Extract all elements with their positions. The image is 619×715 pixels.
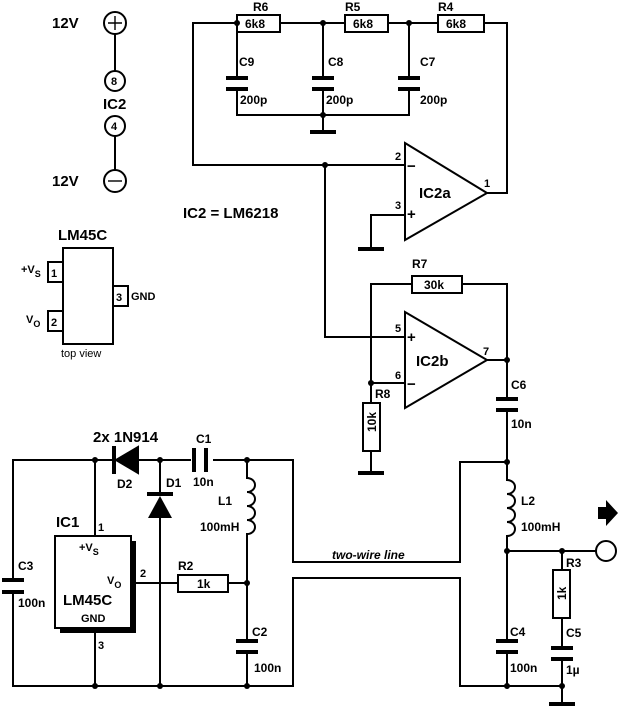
ic1-pin3: 3 (98, 640, 104, 652)
arrow-right-icon (598, 500, 618, 526)
c8-ref: C8 (328, 55, 344, 69)
c6-ref: C6 (511, 378, 527, 392)
lm45-pinout: LM45C 1 2 3 +VS VO GND top view (21, 227, 156, 360)
supply-pos-label: 12V (52, 15, 79, 32)
diode-d1-icon (148, 496, 172, 518)
ic2b-pin-noninv: 5 (395, 323, 401, 335)
c2-ref: C2 (252, 625, 268, 639)
pinout-pin-3: 3 (116, 292, 122, 304)
pinout-vo-label: VO (26, 314, 40, 329)
diodes-title: 2x 1N914 (93, 429, 159, 446)
opamp-ic2a: IC2a − + 2 3 1 (192, 141, 490, 251)
pinout-gnd-label: GND (131, 291, 156, 303)
c6-value: 10n (511, 417, 532, 431)
ic1-vo-label: VO (107, 575, 121, 590)
ic2b-pin-out: 7 (483, 346, 489, 358)
r5-value: 6k8 (353, 17, 373, 31)
ic2b-label: IC2b (416, 353, 449, 370)
sensor-circuit: 2x 1N914 D2 C1 10n D1 L1 100mH C2 100n C… (2, 429, 294, 689)
c4-value: 100n (510, 661, 537, 675)
c3-ref: C3 (18, 559, 34, 573)
supply-pin-8: 8 (111, 76, 117, 88)
r4-ref: R4 (438, 0, 454, 14)
ic2a-label: IC2a (419, 185, 451, 202)
l2-value: 100mH (521, 520, 560, 534)
c5-ref: C5 (566, 626, 582, 640)
c9-value: 200p (240, 93, 267, 107)
two-wire-line: two-wire line (292, 459, 508, 687)
c5-value: 1µ (566, 663, 580, 677)
supply-pin-8-circle (104, 70, 126, 92)
r6-value: 6k8 (245, 17, 265, 31)
c9-ref: C9 (239, 55, 255, 69)
r2-value: 1k (197, 577, 211, 591)
two-wire-line-label: two-wire line (332, 548, 405, 562)
l2-ref: L2 (521, 494, 535, 508)
c3-value: 100n (18, 596, 45, 610)
pinout-vs-label: +VS (21, 264, 41, 279)
receiver-circuit: L2 100mH 1k R3 C5 1µ C4 100n (459, 459, 618, 706)
inductor-l2-icon (505, 478, 516, 538)
pinout-pin-2: 2 (51, 317, 57, 329)
ic2a-pin-inv: 2 (395, 151, 401, 163)
ic1-pin2: 2 (140, 568, 146, 580)
c1-ref: C1 (196, 432, 212, 446)
ic2a-pin-out: 1 (484, 178, 490, 190)
c2-value: 100n (254, 661, 281, 675)
ic1-ref: IC1 (56, 514, 79, 531)
ic1-pin1: 1 (98, 522, 104, 534)
ic1-body (54, 535, 132, 629)
ic2-type-label: IC2 = LM6218 (183, 205, 278, 222)
l1-ref: L1 (218, 494, 232, 508)
c7-ref: C7 (420, 55, 436, 69)
opamp-ic2b: IC2b + − 5 6 7 30k R7 10k R8 C6 10n (324, 164, 532, 475)
r3-value: 1k (555, 586, 569, 600)
pinout-caption: top view (61, 348, 101, 360)
ic1-vs-label: +VS (79, 542, 99, 557)
c7-value: 200p (420, 93, 447, 107)
c4-ref: C4 (510, 625, 526, 639)
r2-ref: R2 (178, 559, 194, 573)
rc-ladder: 6k8 R6 6k8 R5 6k8 R4 C9 200p C8 200p C7 … (192, 0, 508, 194)
r6-ref: R6 (253, 0, 269, 14)
d1-ref: D1 (166, 476, 182, 490)
power-supply: 12V 8 IC2 4 12V (52, 11, 127, 193)
r4-value: 6k8 (446, 17, 466, 31)
supply-pin-4: 4 (111, 121, 118, 133)
pinout-title: LM45C (58, 227, 107, 244)
output-terminal-icon[interactable] (595, 540, 617, 562)
c1-value: 10n (193, 475, 214, 489)
r8-value: 10k (365, 412, 379, 432)
r7-ref: R7 (412, 257, 428, 271)
r3-ref: R3 (566, 556, 582, 570)
r7-value: 30k (424, 278, 444, 292)
svg-text:+: + (407, 206, 416, 223)
supply-neg-label: 12V (52, 173, 79, 190)
pinout-pin-1: 1 (51, 268, 57, 280)
diode-d2-icon (114, 445, 139, 475)
c8-value: 200p (326, 93, 353, 107)
lm45-package (62, 247, 114, 345)
r8-ref: R8 (375, 387, 391, 401)
ic2a-triangle (404, 141, 489, 242)
ic1-gnd-label: GND (81, 613, 106, 625)
svg-text:−: − (407, 158, 416, 175)
r5-ref: R5 (345, 0, 361, 14)
ic2a-pin-noninv: 3 (395, 200, 401, 212)
ic2b-pin-inv: 6 (395, 370, 401, 382)
inductor-l1-icon (245, 476, 256, 536)
ic1-part: LM45C (63, 592, 112, 609)
svg-text:+: + (407, 329, 416, 346)
d2-ref: D2 (117, 477, 133, 491)
ic2b-triangle (404, 310, 489, 410)
svg-text:−: − (407, 376, 416, 393)
supply-ic-label: IC2 (103, 96, 126, 113)
l1-value: 100mH (200, 520, 239, 534)
